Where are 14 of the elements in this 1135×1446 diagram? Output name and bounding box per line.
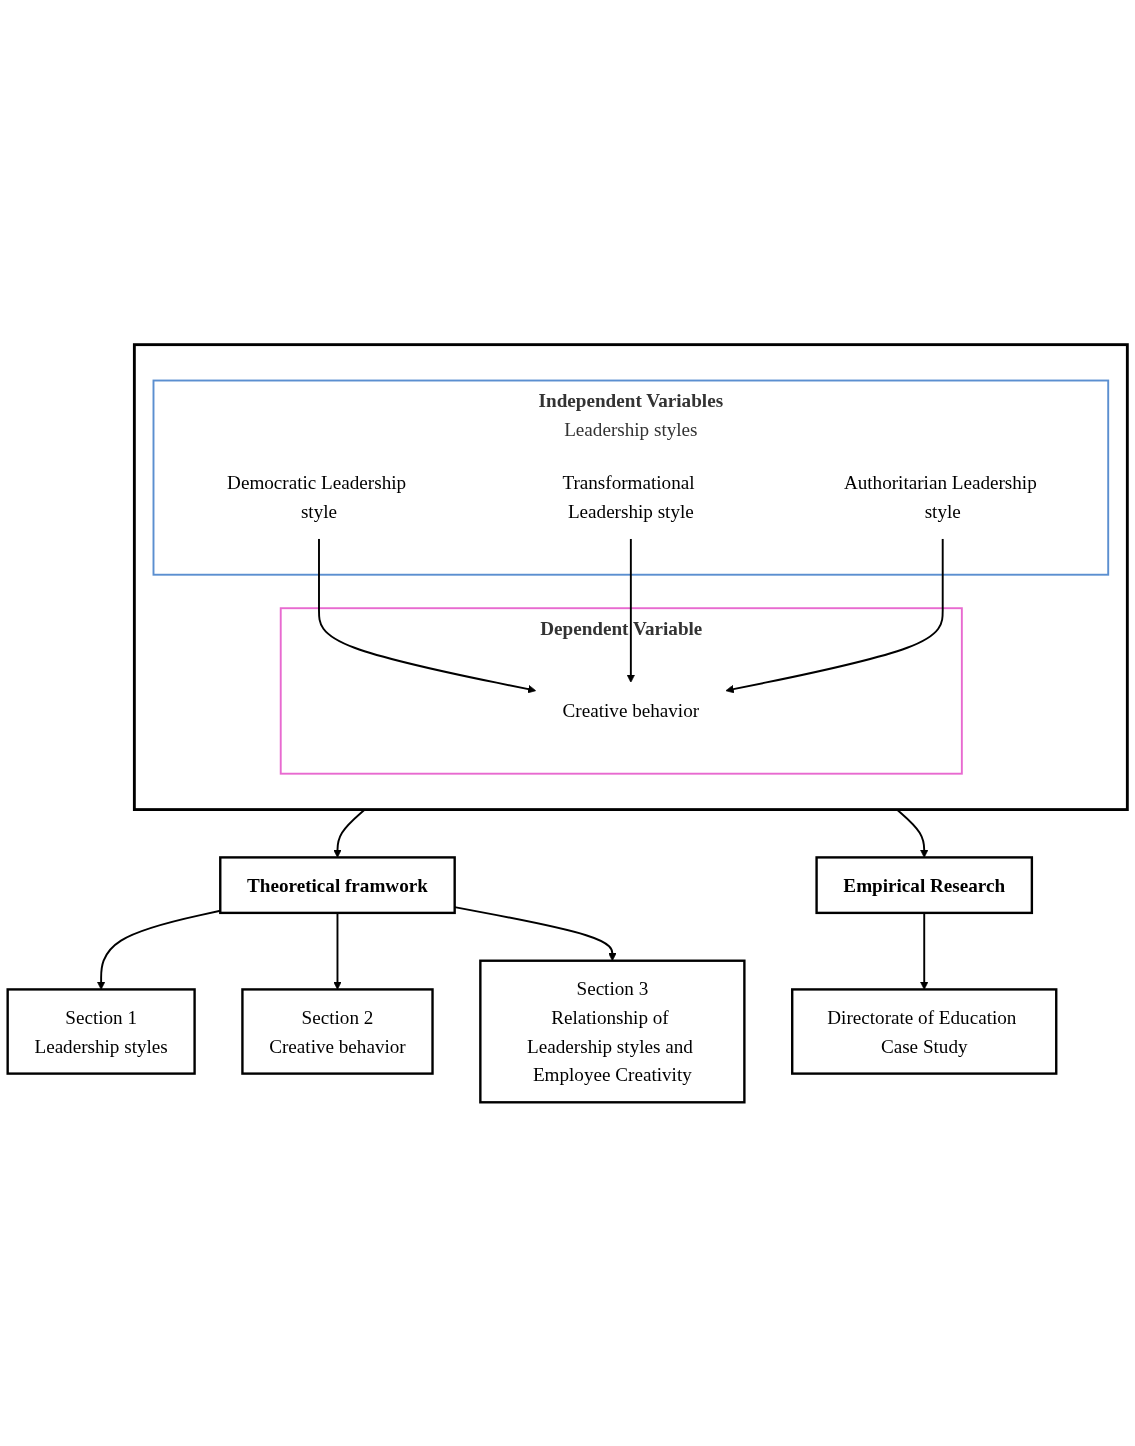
cluster xyxy=(132,342,1129,811)
arrow xyxy=(318,537,537,693)
node-box: Section 2 Creative behavior xyxy=(241,987,434,1075)
node-box: Empirical Research xyxy=(815,855,1034,914)
node-text: Authoritarian Leadership style xyxy=(843,471,1037,522)
node-box: Section 3 Relationship of Leadership styles and Employee Creativity xyxy=(479,959,746,1103)
node-box: Directorate of Education Case Study xyxy=(791,987,1058,1075)
node-box: Theoretical framwork xyxy=(219,855,456,914)
node-text: Democratic Leadership style xyxy=(227,471,407,522)
arrow xyxy=(725,537,944,693)
node-text: Transformational Leadership style xyxy=(562,471,695,522)
node-text: Creative behavior xyxy=(562,699,700,721)
node-box: Section 1 Leadership styles xyxy=(6,987,196,1075)
arrow xyxy=(626,537,636,683)
